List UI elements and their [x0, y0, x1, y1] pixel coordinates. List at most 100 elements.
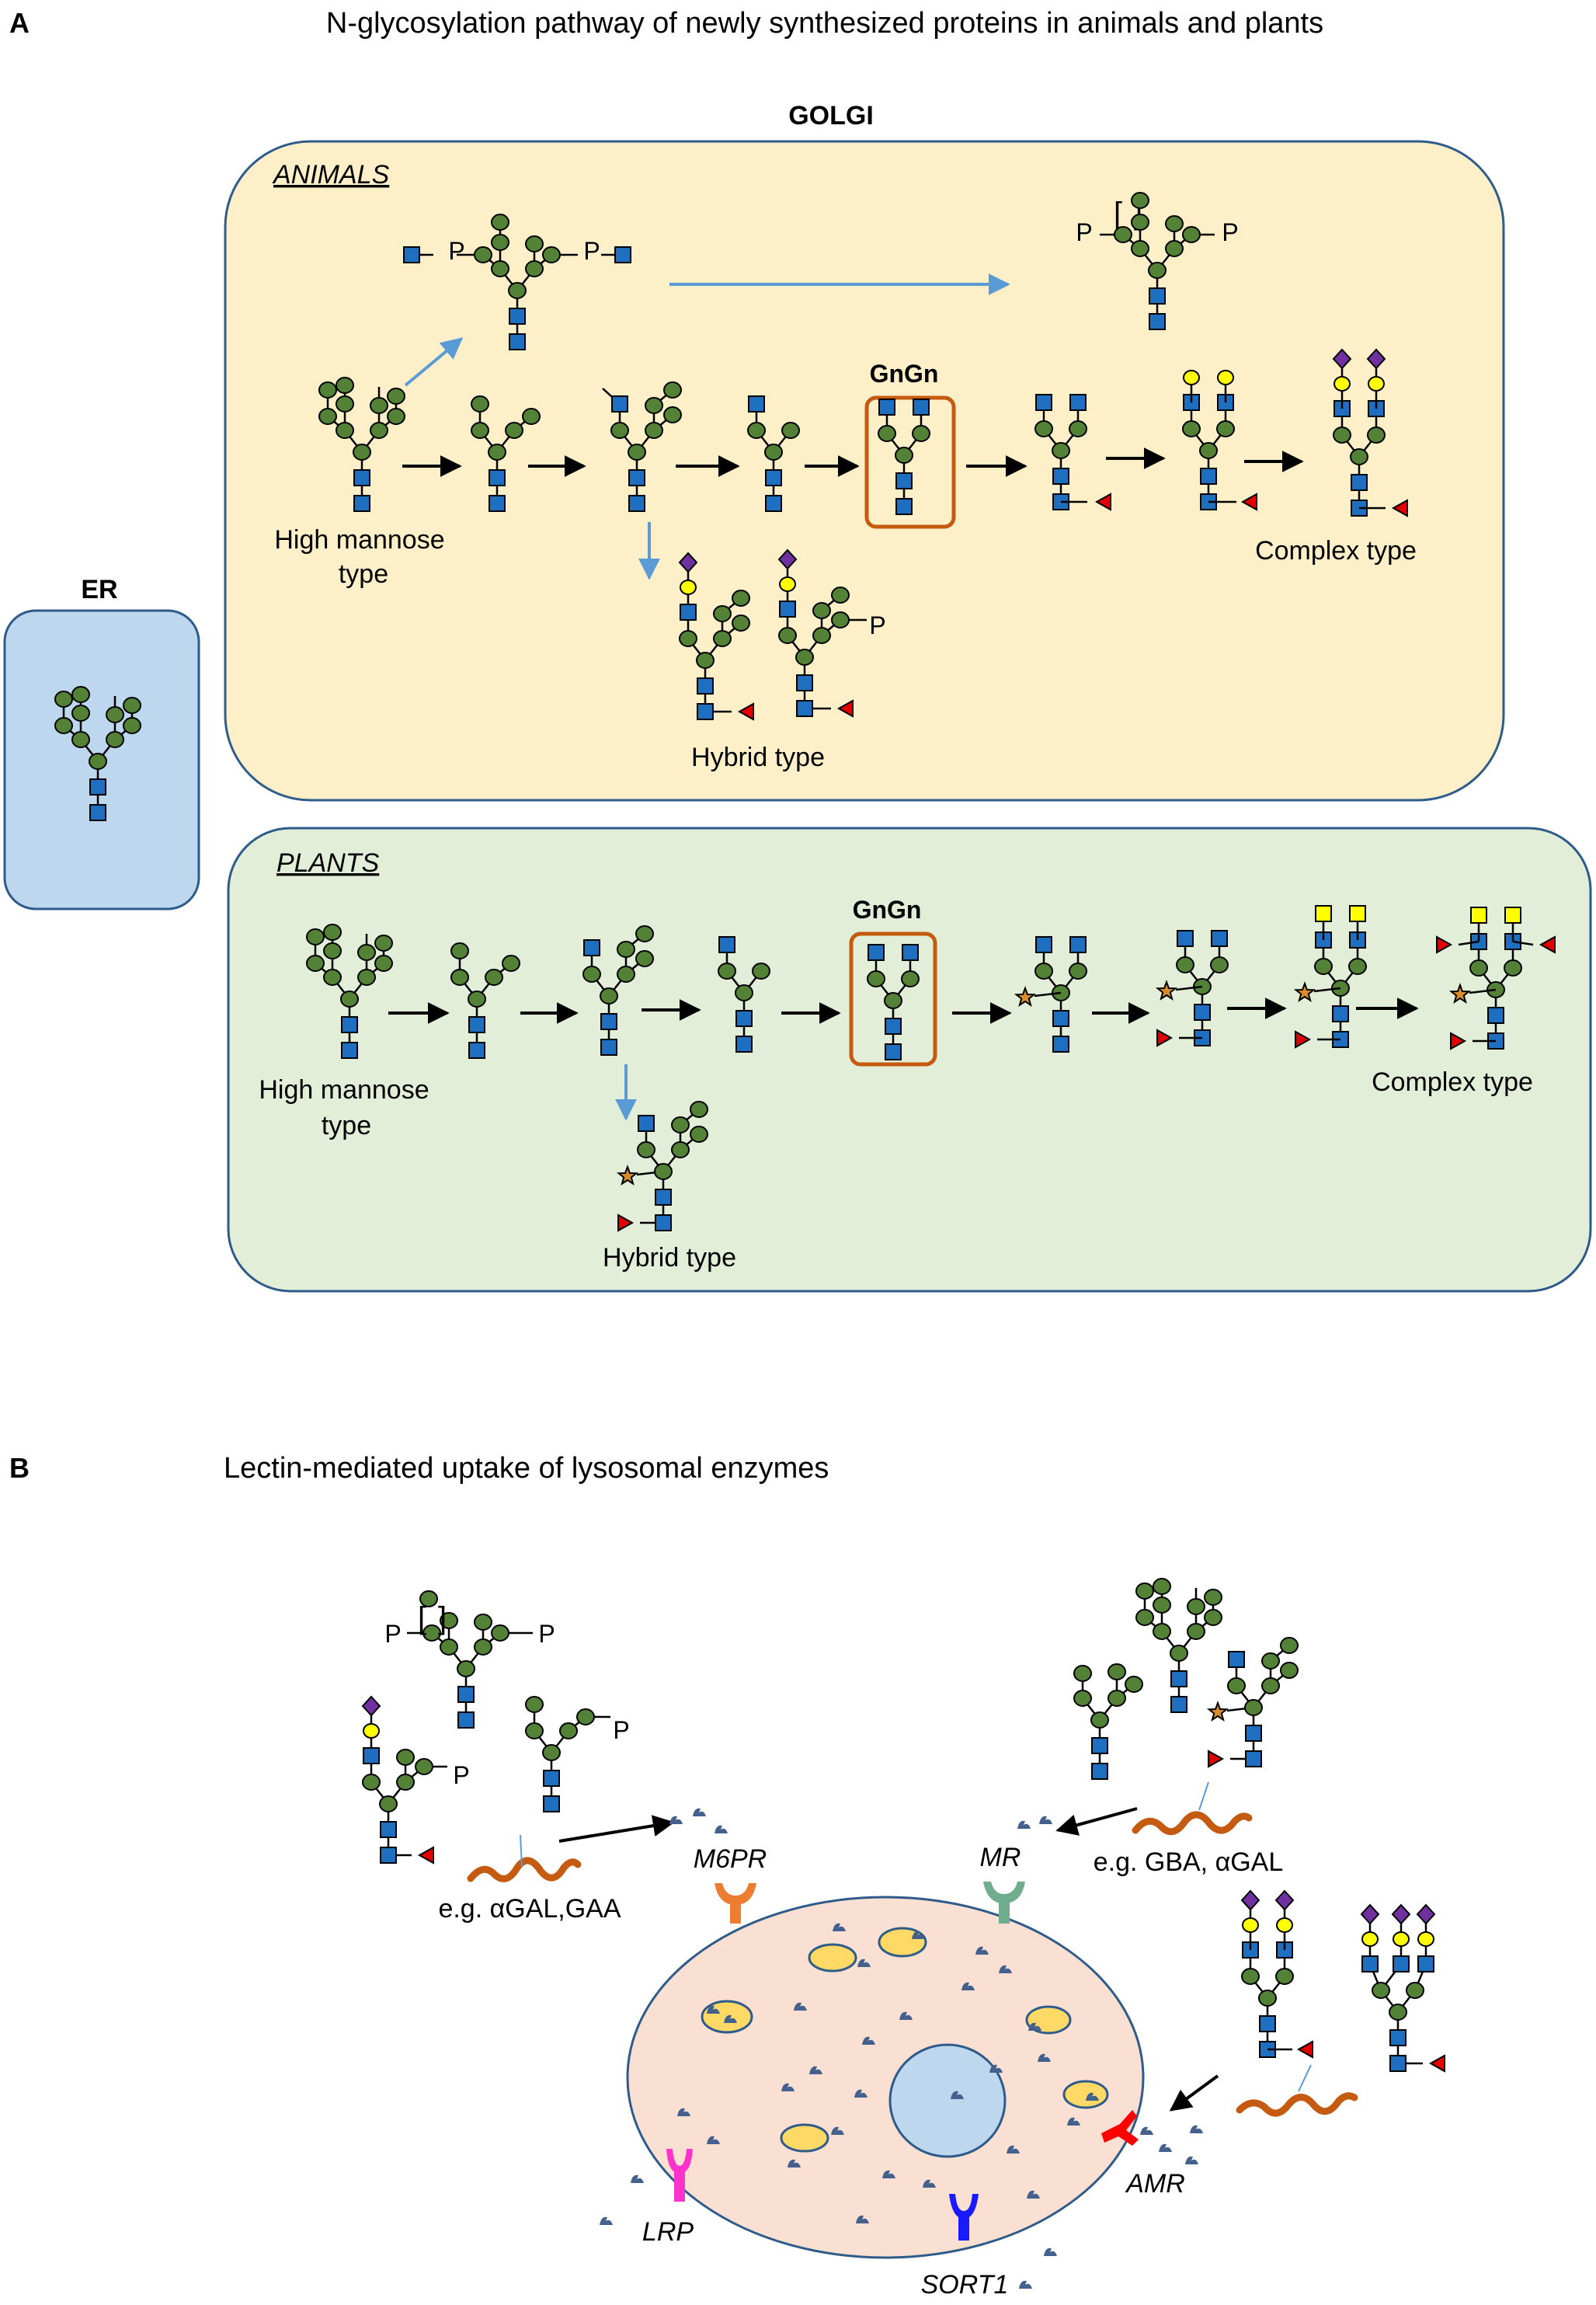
mannose-circle: [522, 408, 541, 425]
mannose-circle: [374, 955, 393, 972]
bracket-left: [: [1114, 197, 1122, 231]
mannose-circle: [71, 686, 90, 703]
nucleus: [888, 2043, 1007, 2158]
enzyme-dot: [724, 2014, 737, 2023]
galactose-circle: [779, 576, 796, 592]
glcnac-square: [353, 469, 370, 486]
mannose-circle: [795, 649, 814, 666]
lysosomal-enzymes: [600, 1808, 1203, 2289]
mannose-circle: [637, 1141, 655, 1158]
glcnac-square: [1149, 313, 1166, 330]
glcnac-square: [1149, 287, 1166, 305]
protein-bottom-right: [1236, 2092, 1358, 2117]
mannose-circle: [1069, 420, 1087, 437]
glcnac-square: [1069, 936, 1087, 953]
mannose-circle: [1389, 2004, 1407, 2021]
mannose-circle: [831, 587, 850, 604]
mannose-circle: [713, 605, 732, 622]
mannose-circle: [357, 944, 376, 961]
glcnac-square: [543, 1770, 560, 1787]
mannose-circle: [450, 969, 469, 986]
mannose-circle: [671, 1141, 690, 1158]
enzyme-dot: [857, 1959, 871, 1967]
galnac-square: [1315, 905, 1332, 922]
mannose-circle: [1176, 956, 1194, 973]
galactose-circle: [1242, 1917, 1259, 1933]
mannose-circle: [1187, 1598, 1205, 1615]
glcnac-square: [697, 677, 714, 695]
glcnac-square: [509, 308, 526, 325]
galnac-square: [1470, 907, 1487, 924]
glcnac-square: [611, 395, 628, 413]
phosphate-label: P: [1222, 218, 1238, 246]
plants-gngn-label: GnGn: [853, 896, 922, 924]
fucose-triangle: [836, 699, 854, 718]
glcnac-square: [600, 1039, 617, 1056]
mannose-circle: [471, 422, 489, 439]
mannose-circle: [867, 970, 885, 987]
panel-a-letter: A: [9, 7, 30, 39]
plants-gngn-box: [849, 931, 937, 1067]
glcnac-square: [1091, 1737, 1108, 1754]
glycan-gngn: [1293, 905, 1367, 1049]
plants-hybrid-label: Hybrid type: [603, 1243, 736, 1273]
glycan-gngn: [1332, 348, 1408, 517]
enzyme-dot: [600, 2216, 613, 2225]
mannose-circle: [901, 970, 920, 987]
vesicle: [780, 2123, 829, 2153]
mannose-circle: [353, 444, 371, 461]
enzyme-dot: [1028, 2022, 1041, 2031]
mannose-circle: [617, 966, 635, 983]
panel-b-letter: B: [9, 1452, 30, 1484]
mannose-circle: [1187, 1623, 1205, 1640]
mannose-circle: [1107, 1663, 1126, 1680]
mannose-circle: [457, 1660, 475, 1677]
mannose-circle: [1073, 1690, 1092, 1707]
mannose-circle: [1210, 956, 1229, 973]
galactose-circle: [1368, 376, 1385, 392]
glycan-gngn: [867, 944, 920, 1060]
mannose-circle: [525, 235, 544, 252]
glcnac-square: [1389, 2055, 1406, 2072]
glcnac-square: [895, 498, 913, 515]
xylose-star: [1014, 986, 1037, 1008]
animals-complex-label: Complex type: [1255, 536, 1417, 566]
glcnac-square: [885, 1043, 902, 1060]
xylose-star: [1206, 1701, 1229, 1722]
enzyme-dot: [854, 2089, 868, 2098]
mannose-circle: [1069, 963, 1087, 980]
enzyme-dot: [1185, 2156, 1198, 2164]
plants-label: PLANTS: [276, 848, 380, 878]
glcnac-square: [628, 469, 645, 486]
enzyme-dot: [1086, 2092, 1099, 2101]
mannose-circle: [1131, 240, 1149, 257]
mannose-circle: [1372, 1982, 1390, 1999]
mannose-circle: [370, 397, 388, 414]
mannose-circle: [654, 1163, 673, 1180]
glycan-gn-man3: [718, 936, 770, 1053]
glcnac-square: [1211, 930, 1228, 947]
glycan-b-m6p: [525, 1696, 610, 1812]
mannose-circle: [336, 395, 354, 413]
mannose-circle: [419, 1590, 438, 1607]
mannose-circle: [1153, 1578, 1171, 1595]
panel-b-title: Lectin-mediated uptake of lysosomal enzy…: [224, 1452, 829, 1485]
glcnac-square: [468, 1016, 485, 1033]
glycan-b-man5: [1073, 1663, 1143, 1780]
glycan-b-hybrid-phospho: [361, 1695, 447, 1865]
sialic-acid-diamond: [1360, 1903, 1380, 1925]
glcnac-square: [1035, 394, 1052, 411]
glcnac-square: [878, 399, 895, 416]
mannose-circle: [912, 425, 930, 442]
sialic-acid-diamond: [1240, 1889, 1260, 1911]
mannose-circle: [525, 260, 544, 277]
example-right-label: e.g. GBA, αGAL: [1094, 1847, 1284, 1877]
mannose-circle: [1261, 1652, 1280, 1670]
mannose-circle: [542, 1744, 561, 1761]
enzyme-dot: [961, 1982, 975, 1990]
glycan-gngn: [1034, 394, 1111, 511]
mannose-circle: [610, 422, 629, 439]
enzyme-dot: [707, 2136, 720, 2144]
mannose-circle: [812, 627, 831, 644]
enzyme-dot: [882, 2170, 895, 2178]
